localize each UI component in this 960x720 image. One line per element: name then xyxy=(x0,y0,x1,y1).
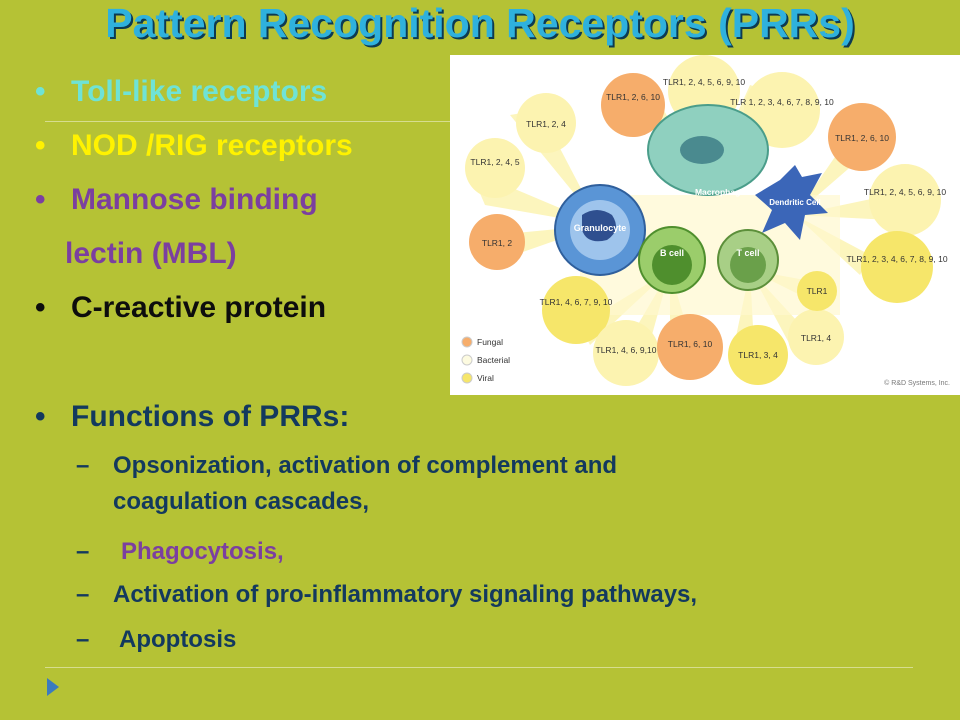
bullet-nod-rig: • NOD /RIG receptors xyxy=(35,129,353,163)
bullet-c-reactive: • C-reactive protein xyxy=(35,291,326,325)
bullet-dot: • xyxy=(35,183,46,216)
function-phagocytosis: – Phagocytosis, xyxy=(76,538,856,568)
cell-label: Dendritic Cell xyxy=(769,198,821,207)
bullet-dot: • xyxy=(35,129,46,162)
tlr-label: TLR1, 2, 3, 4, 6, 7, 8, 9, 10 xyxy=(846,254,947,264)
tlr-label: TLR1, 4, 6, 7, 9, 10 xyxy=(540,297,613,307)
bullet-dot: • xyxy=(35,400,46,433)
dash: – xyxy=(76,452,90,479)
cell-dendritic: Dendritic Cell xyxy=(755,165,828,240)
bullet-functions: • Functions of PRRs: xyxy=(35,400,349,434)
cell-label: T cell xyxy=(736,248,759,258)
legend-bacterial: Bacterial xyxy=(477,355,510,365)
cell-t: T cell xyxy=(717,229,779,291)
cell-granulocyte: Granulocyte xyxy=(554,184,646,276)
bullet-dot: • xyxy=(35,75,46,108)
legend-fungal: Fungal xyxy=(477,337,503,347)
bullet-mannose-cont: lectin (MBL) xyxy=(65,237,237,271)
function-activation: – Activation of pro-inflammatory signali… xyxy=(76,581,896,611)
bullet-text: Toll-like receptors xyxy=(71,75,328,108)
tlr-label: TLR1, 2, 4, 5 xyxy=(470,157,519,167)
tlr-label: TLR1, 2, 6, 10 xyxy=(606,92,660,102)
cell-label: B cell xyxy=(660,248,684,258)
cell-label: Macrophage xyxy=(695,187,745,197)
divider-top xyxy=(45,121,455,122)
diagram-credit: © R&D Systems, Inc. xyxy=(884,379,950,387)
bullet-text: C-reactive protein xyxy=(71,291,327,324)
dash: – xyxy=(76,581,90,608)
tlr-label: TLR1, 2 xyxy=(482,238,513,248)
dash: – xyxy=(76,626,90,653)
tlr-label: TLR1 xyxy=(807,286,828,296)
tlr-label: TLR1, 3, 4 xyxy=(738,350,778,360)
cell-label: Granulocyte xyxy=(574,223,627,233)
bullet-text: Mannose binding xyxy=(71,183,318,216)
dash: – xyxy=(76,538,90,565)
tlr-label: TLR1, 2, 6, 10 xyxy=(835,133,889,143)
next-slide-arrow-icon[interactable] xyxy=(47,678,59,696)
slide-title: Pattern Recognition Receptors (PRRs) xyxy=(105,0,855,46)
function-text: Opsonization, activation of complement a… xyxy=(113,452,618,479)
bullet-mannose: • Mannose binding xyxy=(35,183,318,217)
bullet-toll-like: • Toll-like receptors xyxy=(35,75,327,109)
function-text: Activation of pro-inflammatory signaling… xyxy=(113,581,698,608)
receptor-bubbles: TLR1, 2, 4 TLR1, 2, 4, 5 TLR1, 2 TLR1, 2… xyxy=(465,55,948,386)
bullet-dot: • xyxy=(35,291,46,324)
function-text-cont: coagulation cascades, xyxy=(113,488,370,515)
prr-cell-diagram: TLR1, 2, 4 TLR1, 2, 4, 5 TLR1, 2 TLR1, 2… xyxy=(450,55,960,395)
bullet-text: Functions of PRRs: xyxy=(71,400,350,433)
function-apoptosis: – Apoptosis xyxy=(76,626,856,656)
tlr-label: TLR1, 2, 4, 5, 6, 9, 10 xyxy=(663,77,745,87)
tlr-label: TLR1, 4 xyxy=(801,333,832,343)
function-opsonization: – Opsonization, activation of complement… xyxy=(76,452,856,516)
tlr-label: TLR1, 6, 10 xyxy=(668,339,713,349)
divider-bottom xyxy=(45,667,913,668)
cell-macrophage: Macrophage xyxy=(647,104,769,197)
tlr-label: TLR1, 2, 4 xyxy=(526,119,566,129)
tlr-label: TLR1, 4, 6, 9,10 xyxy=(596,345,657,355)
tlr-label: TLR 1, 2, 3, 4, 6, 7, 8, 9, 10 xyxy=(730,97,834,107)
function-text: Phagocytosis, xyxy=(121,538,284,565)
diagram-legend: Fungal Bacterial Viral xyxy=(461,336,510,384)
bullet-text: lectin (MBL) xyxy=(65,237,237,270)
tlr-label: TLR1, 2, 4, 5, 6, 9, 10 xyxy=(864,187,946,197)
legend-viral: Viral xyxy=(477,373,494,383)
function-text: Apoptosis xyxy=(119,626,237,653)
bullet-text: NOD /RIG receptors xyxy=(71,129,353,162)
cell-b: B cell xyxy=(638,226,706,294)
